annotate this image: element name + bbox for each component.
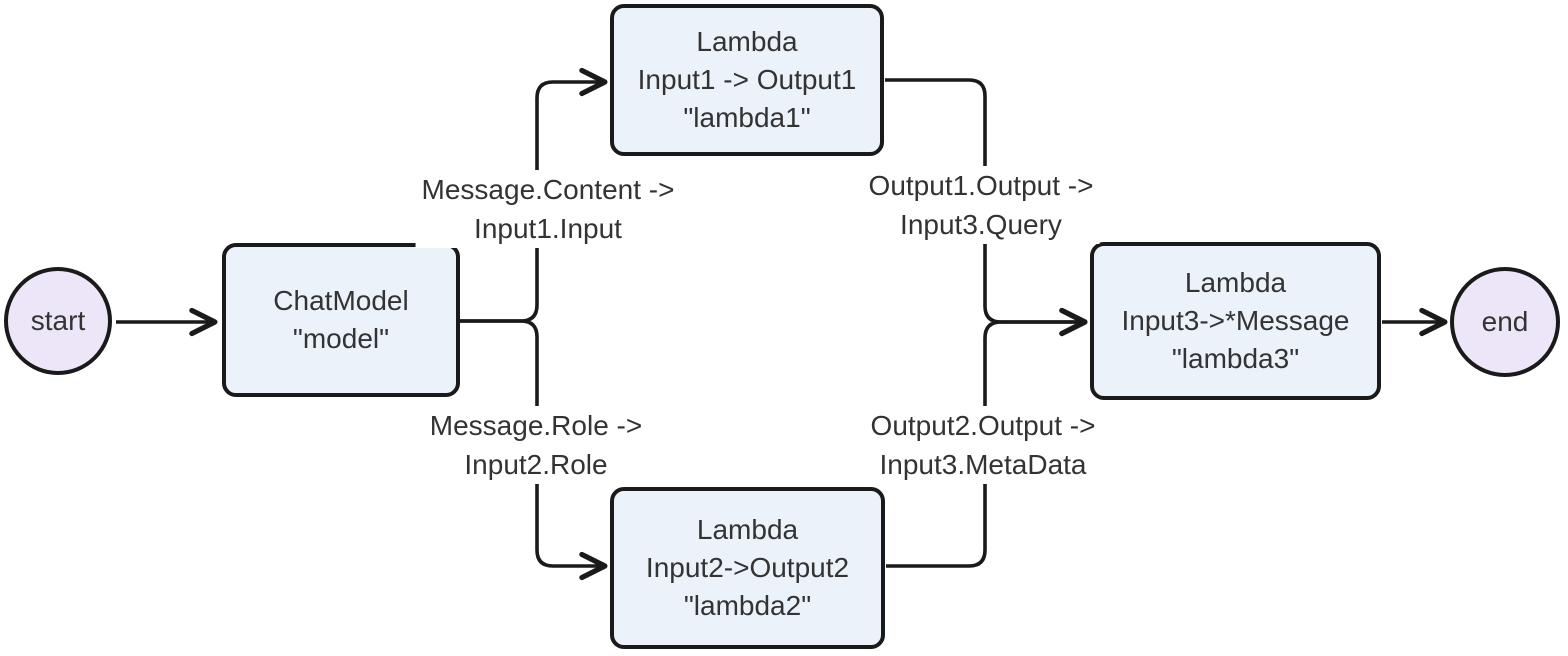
node-label-line: Lambda [696,26,798,57]
node-lambda3: Lambda Input3->*Message "lambda3" [1090,242,1381,400]
node-start: start [4,267,112,375]
edge-label-model-lambda2: Message.Role -> Input2.Role [423,406,649,484]
edge-label-line: Input1.Input [474,213,622,244]
node-label-line: Lambda [696,514,799,545]
edge-label-line: Input3.Query [900,209,1062,240]
node-end-label: end [1481,306,1529,337]
edge-label-lambda1-lambda3: Output1.Output -> Input3.Query [862,166,1100,244]
edge-label-lambda2-lambda3: Output2.Output -> Input3.MetaData [864,406,1102,484]
edge-label-line: Input3.MetaData [879,449,1087,480]
edge-label-line: Message.Role -> [429,410,643,441]
node-label-line: "model" [292,323,390,354]
node-label-line: Input3->*Message [1121,305,1350,336]
node-label-line: Input1 -> Output1 [637,64,857,95]
node-label-line: "lambda3" [1171,343,1300,374]
edge-label-line: Message.Content -> [421,174,675,205]
node-label-line: ChatModel [273,285,409,316]
node-end: end [1450,267,1560,377]
edge-label-line: Input2.Role [464,449,608,480]
node-lambda1: Lambda Input1 -> Output1 "lambda1" [610,4,884,156]
edge-label-line: Output1.Output -> [868,170,1094,201]
node-label-line: "lambda1" [683,102,811,133]
edge-label-line: Output2.Output -> [870,410,1096,441]
node-chatmodel: ChatModel "model" [222,243,460,397]
node-start-label: start [30,305,86,336]
node-label-line: "lambda2" [683,590,812,621]
node-lambda2: Lambda Input2->Output2 "lambda2" [610,487,885,649]
node-label-line: Lambda [1184,267,1287,298]
node-label-line: Input2->Output2 [645,552,850,583]
edge-label-model-lambda1: Message.Content -> Input1.Input [415,170,681,248]
